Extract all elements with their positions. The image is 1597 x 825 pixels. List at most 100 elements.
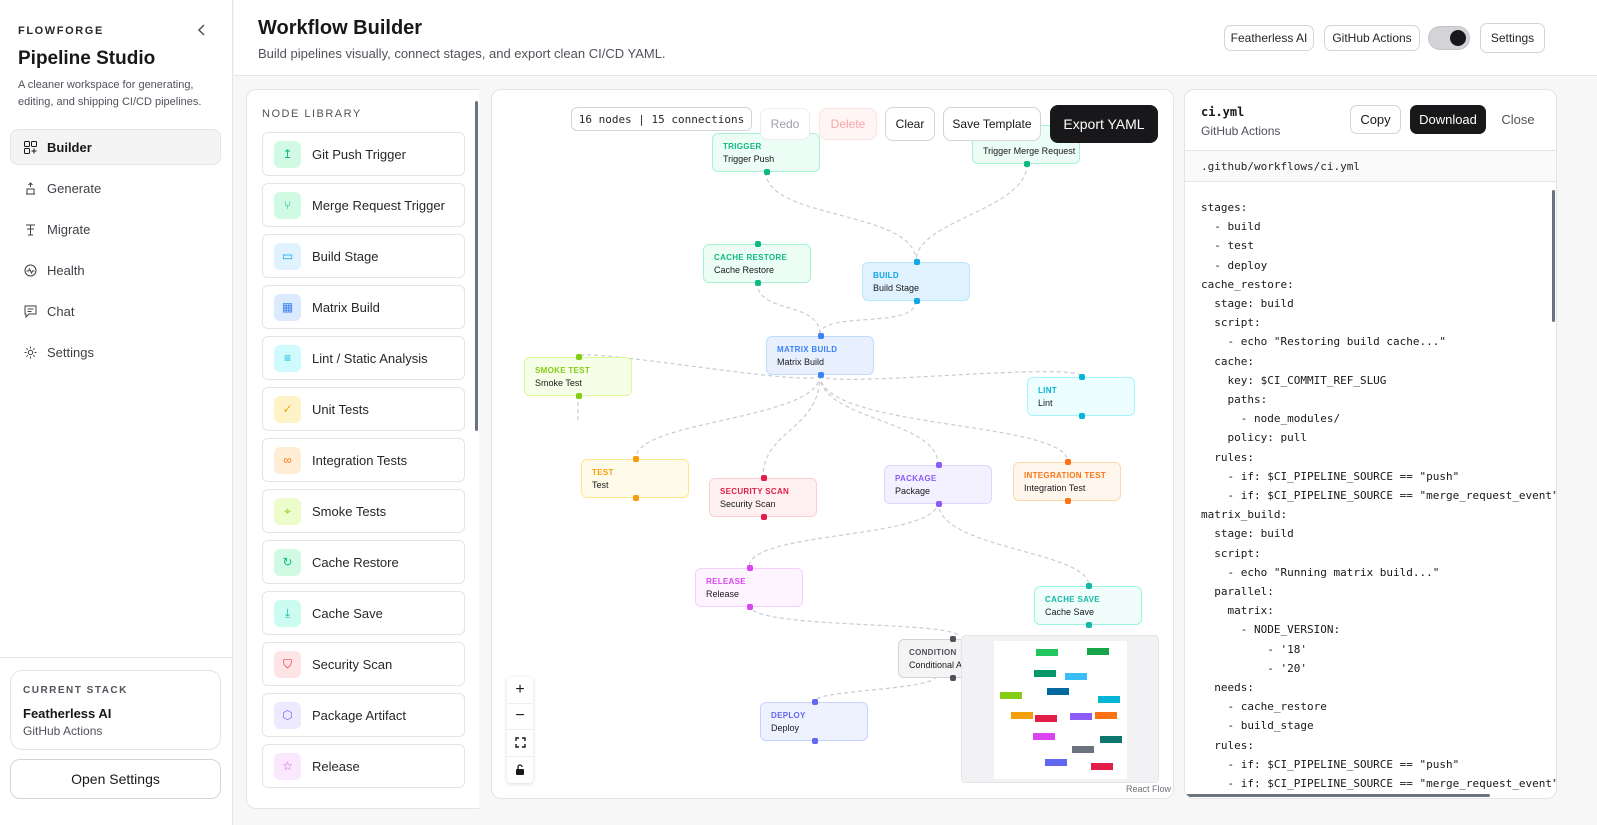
minimap[interactable] [961, 635, 1159, 783]
input-handle[interactable] [747, 565, 753, 571]
output-handle[interactable] [576, 393, 582, 399]
node-type: INTEGRATION TEST [1024, 471, 1106, 480]
library-item-label: Integration Tests [312, 452, 408, 468]
code-horizontal-scrollbar[interactable] [1185, 794, 1490, 797]
fit-view-button[interactable] [507, 730, 533, 757]
output-handle[interactable] [812, 738, 818, 744]
library-item-cache-restore[interactable]: ↻Cache Restore [262, 540, 465, 584]
zoom-in-button[interactable]: + [507, 677, 533, 704]
nav-item-settings[interactable]: Settings [10, 334, 221, 370]
edge [765, 171, 917, 262]
lock-button[interactable] [507, 757, 533, 784]
collapse-sidebar-button[interactable] [193, 21, 211, 39]
library-item-smoke-tests[interactable]: ⌖Smoke Tests [262, 489, 465, 533]
provider-button[interactable]: Featherless AI [1224, 25, 1314, 51]
input-handle[interactable] [1065, 459, 1071, 465]
activity-icon [23, 263, 37, 277]
output-handle[interactable] [755, 280, 761, 286]
library-item-integration-tests[interactable]: ∞Integration Tests [262, 438, 465, 482]
nav-item-builder[interactable]: Builder [10, 129, 221, 165]
library-item-matrix-build[interactable]: ▦Matrix Build [262, 285, 465, 329]
code-line: matrix_build: [1201, 508, 1288, 522]
export-yaml-button[interactable]: Export YAML [1050, 105, 1158, 143]
library-item-git-push-trigger[interactable]: ↥Git Push Trigger [262, 132, 465, 176]
save-template-button[interactable]: Save Template [943, 107, 1041, 141]
input-handle[interactable] [936, 462, 942, 468]
node-label: Trigger Merge Request [983, 146, 1076, 156]
input-handle[interactable] [1079, 374, 1085, 380]
edge [937, 501, 1090, 587]
copy-button[interactable]: Copy [1350, 105, 1401, 134]
library-scrollbar[interactable] [475, 101, 478, 431]
settings-button[interactable]: Settings [1480, 23, 1545, 53]
node-type: DEPLOY [771, 711, 806, 720]
output-handle[interactable] [1065, 498, 1071, 504]
nav-item-migrate[interactable]: Migrate [10, 211, 221, 247]
library-item-build-stage[interactable]: ▭Build Stage [262, 234, 465, 278]
redo-button[interactable]: Redo [760, 108, 810, 140]
output-handle[interactable] [950, 675, 956, 681]
theme-toggle[interactable] [1428, 26, 1470, 50]
library-item-package-artifact[interactable]: ⬡Package Artifact [262, 693, 465, 737]
nav-item-generate[interactable]: Generate [10, 170, 221, 206]
clear-button[interactable]: Clear [885, 107, 935, 141]
input-handle[interactable] [633, 456, 639, 462]
nav-item-health[interactable]: Health [10, 252, 221, 288]
code-line: - '20' [1201, 661, 1307, 675]
input-handle[interactable] [914, 259, 920, 265]
output-handle[interactable] [914, 298, 920, 304]
input-handle[interactable] [818, 333, 824, 339]
minimap-node [1070, 713, 1092, 720]
output-handle[interactable] [761, 514, 767, 520]
library-item-security-scan[interactable]: ⛉Security Scan [262, 642, 465, 686]
library-item-cache-save[interactable]: ⤓Cache Save [262, 591, 465, 635]
code-scrollbar[interactable] [1552, 190, 1555, 322]
input-handle[interactable] [755, 241, 761, 247]
output-handle[interactable] [764, 169, 770, 175]
react-flow-attribution[interactable]: React Flow [1126, 784, 1172, 794]
nav-item-chat[interactable]: Chat [10, 293, 221, 329]
zoom-out-button[interactable]: − [507, 704, 533, 730]
library-item-merge-request-trigger[interactable]: ⑂Merge Request Trigger [262, 183, 465, 227]
output-handle[interactable] [1024, 161, 1030, 167]
input-handle[interactable] [950, 636, 956, 642]
output-handle[interactable] [1086, 622, 1092, 628]
code-line: stage: build [1201, 297, 1294, 311]
output-handle[interactable] [747, 604, 753, 610]
library-item-release[interactable]: ☆Release [262, 744, 465, 788]
input-handle[interactable] [1086, 583, 1092, 589]
output-handle[interactable] [818, 372, 824, 378]
output-handle[interactable] [633, 495, 639, 501]
platform-button[interactable]: GitHub Actions [1324, 25, 1420, 51]
open-settings-button[interactable]: Open Settings [10, 759, 221, 799]
minimap-node [1036, 649, 1058, 656]
nav-label: Settings [47, 344, 94, 360]
node-label: Matrix Build [777, 357, 825, 367]
output-handle[interactable] [936, 501, 942, 507]
input-handle[interactable] [576, 354, 582, 360]
minimap-node [1000, 692, 1022, 699]
output-handle[interactable] [1079, 413, 1085, 419]
input-handle[interactable] [812, 699, 818, 705]
library-item-unit-tests[interactable]: ✓Unit Tests [262, 387, 465, 431]
library-item-lint-static-analysis[interactable]: ≡Lint / Static Analysis [262, 336, 465, 380]
library-item-label: Matrix Build [312, 299, 380, 315]
download-button[interactable]: Download [1410, 105, 1486, 134]
input-handle[interactable] [761, 475, 767, 481]
close-button[interactable]: Close [1495, 105, 1541, 134]
delete-button[interactable]: Delete [819, 108, 877, 140]
